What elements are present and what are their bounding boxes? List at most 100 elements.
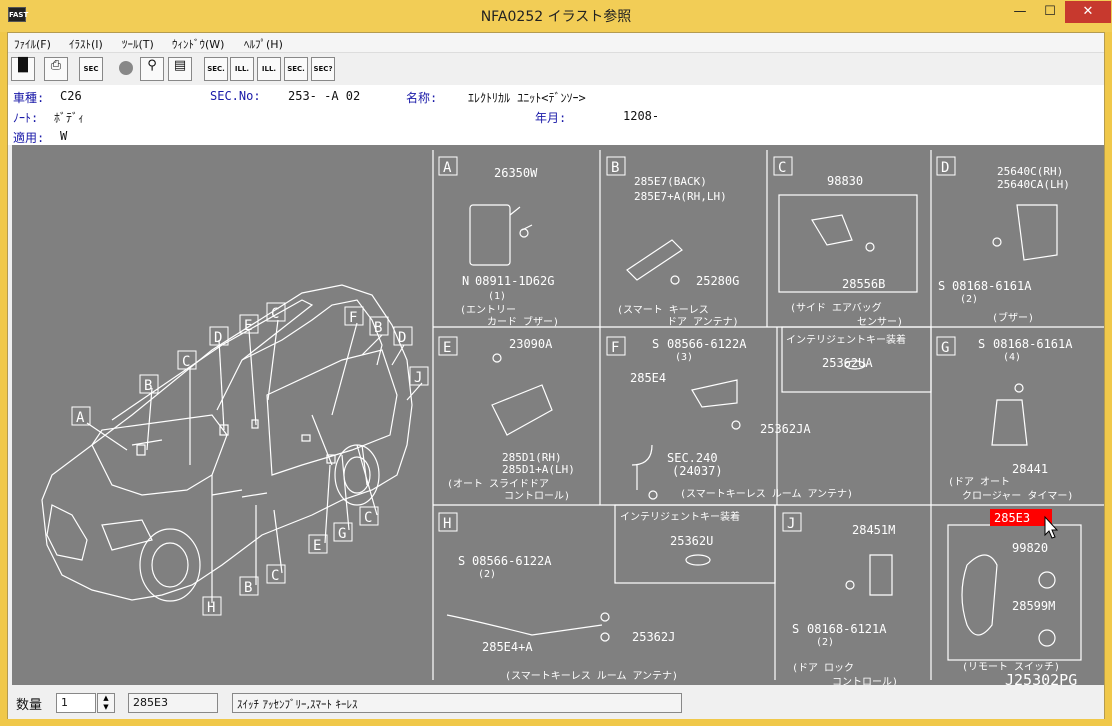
date-label: 年月: bbox=[535, 111, 567, 125]
illustration-area[interactable]: A B C D E C F B D bbox=[12, 145, 1104, 685]
window-title: NFA0252 イラスト参照 bbox=[480, 9, 632, 25]
spin-up-icon[interactable]: ▲ bbox=[103, 694, 109, 702]
menu-file[interactable]: ﾌｧｲﾙ(F) bbox=[14, 38, 51, 51]
sec-next-button[interactable]: SEC. bbox=[284, 57, 308, 81]
qty-spinner[interactable]: ▲▼ bbox=[97, 693, 115, 713]
callout-B3: B bbox=[244, 580, 252, 596]
selected-part-highlight bbox=[990, 509, 1052, 526]
client-area: ﾌｧｲﾙ(F) ｲﾗｽﾄ(I) ﾂｰﾙ(T) ｳｨﾝﾄﾞｳ(W) ﾍﾙﾌﾟ(H)… bbox=[7, 32, 1105, 719]
panel-E-letter: E bbox=[443, 340, 451, 356]
part-25362U: 25362U bbox=[670, 534, 713, 548]
caption-G-1: (ドア オート bbox=[948, 476, 1010, 488]
callout-C: C bbox=[182, 354, 190, 370]
spin-down-icon[interactable]: ▼ bbox=[103, 703, 109, 711]
caption-C-1: (サイド エアバッグ bbox=[790, 301, 882, 314]
callout-A: A bbox=[76, 410, 85, 426]
part-08566-F: 08566-6122A bbox=[667, 337, 747, 351]
caption-H-1: (スマートキーレス ルーム アンテナ) bbox=[505, 670, 678, 682]
note-value: ﾎﾞﾃﾞｨ bbox=[54, 111, 85, 125]
apply-label: 適用: bbox=[13, 131, 45, 145]
menu-window[interactable]: ｳｨﾝﾄﾞｳ(W) bbox=[172, 38, 225, 51]
part-qty-H: (2) bbox=[478, 569, 496, 580]
caption-A-1: (エントリー bbox=[460, 305, 516, 316]
ill-prev-button[interactable]: ILL. bbox=[230, 57, 254, 81]
menu-tool[interactable]: ﾂｰﾙ(T) bbox=[122, 38, 154, 51]
model-label: 車種: bbox=[13, 91, 45, 105]
caption-J-2: コントロール) bbox=[832, 677, 898, 685]
qty-label: 数量 bbox=[16, 698, 43, 713]
part-qty-A: (1) bbox=[488, 291, 506, 302]
caption-E-2: コントロール) bbox=[504, 491, 570, 502]
part-no-field: 285E3 bbox=[128, 693, 218, 713]
sec-query-button[interactable]: SEC? bbox=[311, 57, 335, 81]
panel-B-letter: B bbox=[611, 160, 619, 176]
part-285E4A: 285E4+A bbox=[482, 640, 533, 654]
panel-F-prefix: S bbox=[652, 337, 659, 351]
panel-A-prefix: N bbox=[462, 274, 469, 288]
book-icon[interactable]: ▐▌ bbox=[11, 57, 35, 81]
part-24037: (24037) bbox=[672, 464, 723, 478]
maximize-button[interactable]: ☐ bbox=[1044, 4, 1056, 19]
part-08566-H: 08566-6122A bbox=[472, 554, 552, 568]
sec-value: 253- -A 02 bbox=[288, 89, 361, 103]
part-qty-J: (2) bbox=[816, 637, 834, 648]
close-button[interactable]: ✕ bbox=[1065, 1, 1111, 23]
callout-C3: C bbox=[271, 568, 279, 584]
callout-D: D bbox=[214, 330, 222, 346]
callout-H: H bbox=[207, 600, 215, 616]
name-value: ｴﾚｸﾄﾘｶﾙ ﾕﾆｯﾄ<ﾃﾞﾝｿｰ> bbox=[468, 91, 586, 105]
circle-icon[interactable] bbox=[114, 57, 138, 81]
part-08168-G: 08168-6161A bbox=[993, 337, 1073, 351]
ill-next-button[interactable]: ILL. bbox=[257, 57, 281, 81]
inset-F-title: インテリジェントキー装着 bbox=[786, 333, 906, 346]
callout-F: F bbox=[349, 310, 357, 326]
toolbar: ▐▌ ⎙ SEC ⚲ ▤ SEC. ILL. ILL. SEC. SEC? bbox=[8, 53, 1104, 85]
caption-B-1: (スマート キーレス bbox=[617, 305, 709, 316]
apply-value: W bbox=[60, 129, 68, 143]
callout-C4: C bbox=[364, 510, 372, 526]
panel-H-prefix: S bbox=[458, 554, 465, 568]
panel-D-prefix: S bbox=[938, 279, 945, 293]
callout-C2: C bbox=[271, 306, 279, 322]
panel-G-letter: G bbox=[941, 340, 949, 356]
part-qty-D: (2) bbox=[960, 294, 978, 305]
part-qty-G: (4) bbox=[1003, 352, 1021, 363]
model-value: C26 bbox=[60, 89, 82, 103]
date-value: 1208- bbox=[623, 109, 660, 123]
caption-J-1: (ドア ロック bbox=[792, 662, 854, 674]
app-icon[interactable]: FAST bbox=[8, 7, 28, 22]
sec-button[interactable]: SEC bbox=[79, 57, 103, 81]
illustration-svg: A B C D E C F B D bbox=[41, 150, 1104, 685]
part-25640CA: 25640CA(LH) bbox=[997, 178, 1070, 191]
part-sec240: SEC.240 bbox=[667, 451, 718, 465]
part-25362JA: 25362JA bbox=[760, 422, 811, 436]
callout-E: E bbox=[244, 318, 252, 334]
part-08168-J: 08168-6121A bbox=[807, 622, 887, 636]
callout-B: B bbox=[144, 378, 152, 394]
part-99820: 99820 bbox=[1012, 541, 1048, 555]
illustration-ref: J25302PG bbox=[1005, 671, 1077, 685]
part-285D1A: 285D1+A(LH) bbox=[502, 463, 575, 476]
sec-prev-button[interactable]: SEC. bbox=[204, 57, 228, 81]
callout-J: J bbox=[414, 370, 422, 386]
name-label: 名称: bbox=[406, 91, 438, 105]
panel-F-letter: F bbox=[611, 340, 619, 356]
mouse-cursor-icon bbox=[1044, 515, 1059, 539]
qty-input[interactable]: 1 bbox=[56, 693, 96, 713]
minimize-button[interactable]: — bbox=[1013, 4, 1027, 19]
menu-help[interactable]: ﾍﾙﾌﾟ(H) bbox=[244, 38, 283, 51]
part-28556B: 28556B bbox=[842, 277, 885, 291]
part-08168-D: 08168-6161A bbox=[952, 279, 1032, 293]
inset-H-title: インテリジェントキー装着 bbox=[620, 510, 740, 523]
printer-icon[interactable]: ⎙ bbox=[44, 57, 68, 81]
search-icon[interactable]: ⚲ bbox=[140, 57, 164, 81]
part-25362J: 25362J bbox=[632, 630, 675, 644]
part-26350W: 26350W bbox=[494, 166, 538, 180]
menu-bar: ﾌｧｲﾙ(F) ｲﾗｽﾄ(I) ﾂｰﾙ(T) ｳｨﾝﾄﾞｳ(W) ﾍﾙﾌﾟ(H) bbox=[8, 33, 1104, 53]
part-28599M: 28599M bbox=[1012, 599, 1055, 613]
caption-B-2: ドア アンテナ) bbox=[667, 316, 739, 328]
parts-icon[interactable]: ▤ bbox=[168, 57, 192, 81]
caption-A-2: カード ブザー) bbox=[487, 315, 559, 328]
menu-illust[interactable]: ｲﾗｽﾄ(I) bbox=[69, 38, 103, 51]
